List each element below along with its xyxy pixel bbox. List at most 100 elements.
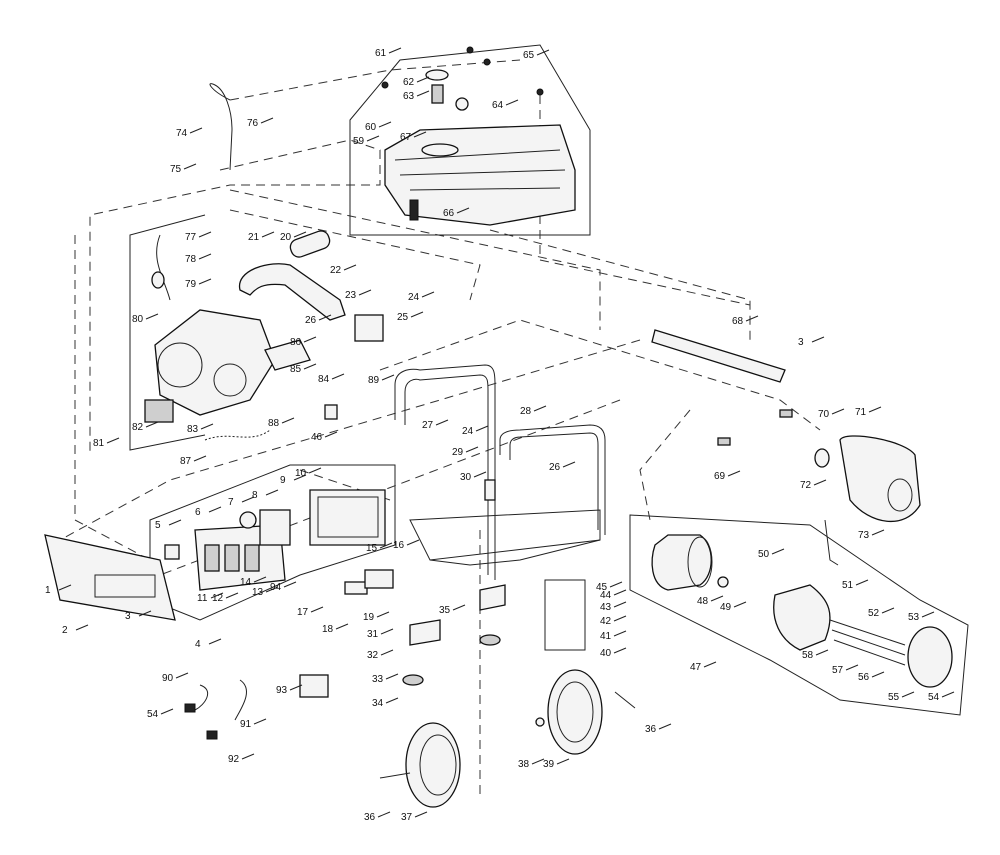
primer-bulb	[151, 271, 165, 289]
leader-line-4	[208, 638, 222, 645]
leader-line-39	[556, 758, 570, 765]
part-label-4: 4	[195, 639, 201, 650]
leader-line-61	[388, 47, 402, 54]
part-label-77: 77	[185, 232, 197, 243]
part-label-35: 35	[439, 605, 451, 616]
part-label-6: 6	[195, 507, 201, 518]
part-label-13: 13	[252, 587, 264, 598]
part-label-38: 38	[518, 759, 530, 770]
side-cover-vent	[887, 478, 913, 512]
leader-line-79	[198, 278, 212, 285]
panel-housing-15	[309, 489, 386, 546]
part-label-36: 36	[645, 724, 657, 735]
leader-line-41	[613, 630, 627, 637]
part-label-72: 72	[800, 480, 812, 491]
leader-line-88	[281, 417, 295, 424]
leader-line-21	[261, 231, 275, 238]
frame-tube-right-inner	[509, 432, 599, 530]
part-label-47: 47	[690, 662, 702, 673]
fuel-tank-group-outline	[349, 44, 591, 236]
part-label-62: 62	[403, 77, 415, 88]
fuel-tank-filler-neck	[421, 143, 459, 157]
part-label-58: 58	[802, 650, 814, 661]
wheel-37-hub	[419, 734, 457, 796]
leader-line-80	[145, 313, 159, 320]
rubber-foot-33	[402, 674, 424, 686]
part-label-81: 81	[93, 438, 105, 449]
leader-line-71	[868, 406, 882, 413]
part-label-44: 44	[600, 590, 612, 601]
leader-line-18	[335, 623, 349, 630]
leader-line-75	[183, 163, 197, 170]
rotor-end	[687, 536, 713, 588]
leader-line-5	[168, 519, 182, 526]
panel-housing-inner	[317, 496, 379, 538]
fuel-tank-ribs	[394, 149, 566, 191]
leader-line-29	[465, 446, 479, 453]
part-label-21: 21	[248, 232, 260, 243]
part-label-48: 48	[697, 596, 709, 607]
leader-line-24	[421, 291, 435, 298]
bearing-48	[717, 576, 729, 588]
leader-line-67	[413, 131, 427, 138]
leader-line-55	[901, 691, 915, 698]
circuit-breaker-block	[259, 509, 291, 546]
part-label-30: 30	[460, 472, 472, 483]
part-label-49: 49	[720, 602, 732, 613]
exhaust-gasket	[264, 339, 311, 371]
muffler-bracket	[354, 314, 384, 342]
part-label-24: 24	[408, 292, 420, 303]
part-label-66: 66	[443, 208, 455, 219]
front-panel-window	[94, 574, 156, 598]
part-label-41: 41	[600, 631, 612, 642]
inverter-module-19	[364, 569, 394, 589]
part-label-34: 34	[372, 698, 384, 709]
leader-line-6	[208, 506, 222, 513]
leader-line-34	[385, 697, 399, 704]
leader-line-9	[293, 474, 307, 481]
part-label-65: 65	[523, 50, 535, 61]
bolt-54-left	[184, 703, 196, 713]
leader-line-8	[265, 489, 279, 496]
battery-charger-93	[299, 674, 329, 698]
leader-line-62	[416, 76, 430, 83]
part-label-56: 56	[858, 672, 870, 683]
part-label-39: 39	[543, 759, 555, 770]
stator-housing-58	[773, 584, 831, 651]
leader-line-26	[318, 314, 332, 321]
leader-line-30	[473, 471, 487, 478]
leader-line-81	[106, 437, 120, 444]
fuel-gauge	[455, 97, 469, 111]
leader-line-83	[200, 423, 214, 430]
leader-line-32	[380, 649, 394, 656]
part-label-51: 51	[842, 580, 854, 591]
part-label-73: 73	[858, 530, 870, 541]
part-label-74: 74	[176, 128, 188, 139]
part-label-45: 45	[596, 582, 608, 593]
part-label-19: 19	[363, 612, 375, 623]
engine-group-outline	[89, 139, 381, 455]
frame-base-edge	[429, 539, 601, 566]
part-label-92: 92	[228, 754, 240, 765]
part-label-68: 68	[732, 316, 744, 327]
leader-line-48	[710, 595, 724, 602]
handle-kit-box	[544, 579, 586, 651]
engine-group	[129, 214, 384, 451]
side-cover-71	[839, 435, 921, 522]
part-label-61: 61	[375, 48, 387, 59]
leader-line-70	[831, 408, 845, 415]
leader-line-60	[378, 121, 392, 128]
leader-line-49	[733, 601, 747, 608]
tank-bolt-right	[536, 88, 544, 96]
part-label-28: 28	[520, 406, 532, 417]
control-knob-7	[239, 511, 257, 529]
leader-line-47	[703, 661, 717, 668]
engine-flywheel	[213, 363, 247, 397]
part-label-79: 79	[185, 279, 197, 290]
support-rail-68	[651, 329, 786, 383]
part-label-60: 60	[365, 122, 377, 133]
tank-bracket-line	[539, 95, 751, 306]
part-label-27: 27	[422, 420, 434, 431]
